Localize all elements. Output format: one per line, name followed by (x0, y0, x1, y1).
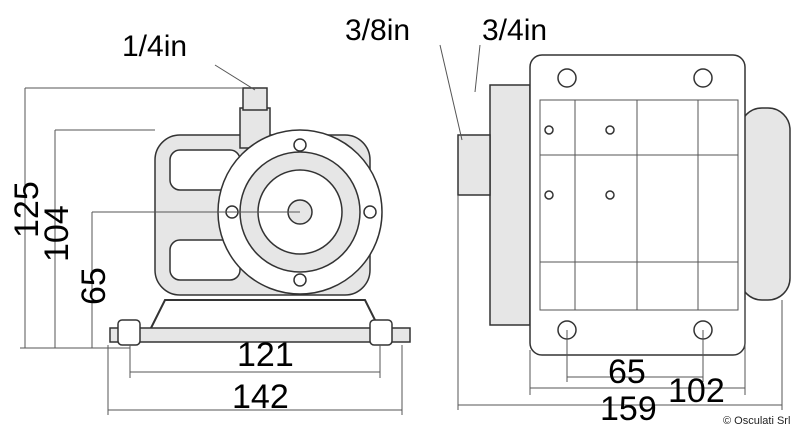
dim-holes-65: 65 (608, 353, 646, 391)
dim-width-142: 142 (232, 378, 289, 416)
dim-length-159: 159 (600, 390, 657, 428)
inlet-size-label: 3/8in (345, 14, 410, 47)
pump-front-view (109, 87, 411, 346)
fitting-size-label: 1/4in (122, 30, 187, 63)
outlet-size-label: 3/4in (482, 14, 547, 47)
dim-height-65: 65 (75, 267, 113, 305)
copyright-notice: © Osculati Srl (723, 415, 790, 427)
dim-height-125: 125 (8, 181, 46, 238)
dim-width-121: 121 (237, 336, 294, 374)
pump-side-view (457, 54, 791, 356)
dim-depth-102: 102 (668, 372, 725, 410)
dim-height-104: 104 (38, 205, 76, 262)
right-dimension-lines (439, 44, 783, 410)
left-dimension-lines (20, 64, 403, 415)
